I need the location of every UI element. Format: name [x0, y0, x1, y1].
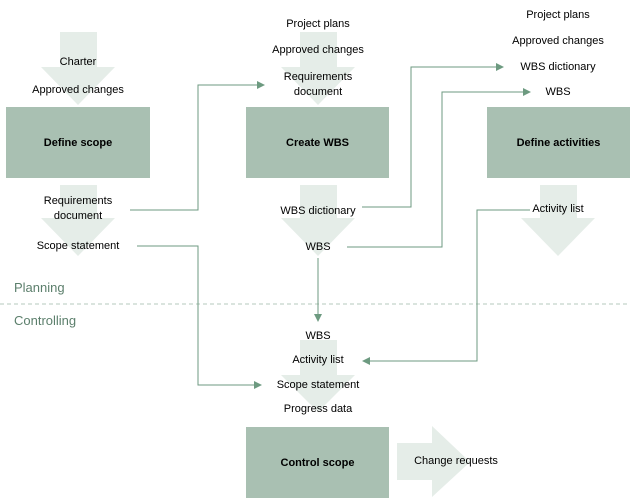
- create-wbs-output-arrow: [281, 185, 355, 256]
- control-scope-input-progress-data: Progress data: [283, 403, 353, 415]
- define-scope-output-scope-statement: Scope statement: [36, 240, 120, 252]
- process-create-wbs: Create WBS: [246, 107, 389, 178]
- connector-scope-statement-to-control-scope: [137, 245, 262, 389]
- zone-label-planning: Planning: [14, 280, 65, 295]
- define-activities-input-wbs-dictionary: WBS dictionary: [520, 61, 596, 73]
- process-control-scope: Control scope: [246, 427, 389, 498]
- process-define-activities: Define activities: [487, 107, 630, 178]
- zone-label-controlling: Controlling: [14, 313, 77, 328]
- define-scope-output-requirements-document: Requirements document: [43, 195, 113, 222]
- define-scope-input-approved-changes: Approved changes: [32, 84, 124, 96]
- create-wbs-input-arrow: [281, 32, 355, 105]
- connector-requirements-to-create-wbs: [130, 81, 265, 211]
- define-activities-output-activity-list: Activity list: [532, 203, 584, 215]
- create-wbs-input-approved-changes: Approved changes: [272, 44, 364, 56]
- define-activities-output-arrow: [521, 185, 595, 256]
- control-scope-input-wbs: WBS: [305, 330, 331, 342]
- connector-activity-list-to-control-scope: [362, 209, 530, 365]
- control-scope-output-arrow: [397, 426, 470, 497]
- create-wbs-output-wbs-dictionary: WBS dictionary: [280, 205, 356, 217]
- connector-wbs-to-define-activities: [347, 88, 531, 248]
- control-scope-input-scope-statement: Scope statement: [276, 379, 360, 391]
- create-wbs-output-wbs: WBS: [305, 241, 331, 253]
- define-scope-input-charter: Charter: [59, 56, 97, 68]
- create-wbs-input-project-plans: Project plans: [286, 18, 350, 30]
- define-activities-input-project-plans: Project plans: [526, 9, 590, 21]
- control-scope-output-change-requests: Change requests: [414, 455, 498, 467]
- create-wbs-input-requirements-document: Requirements document: [283, 71, 353, 98]
- define-activities-input-approved-changes: Approved changes: [512, 35, 604, 47]
- process-define-scope: Define scope: [6, 107, 150, 178]
- control-scope-input-arrow: [281, 340, 355, 412]
- define-scope-input-arrow: [41, 32, 115, 105]
- control-scope-input-activity-list: Activity list: [292, 354, 344, 366]
- define-activities-input-wbs: WBS: [545, 86, 571, 98]
- define-scope-output-arrow: [41, 185, 115, 256]
- connector-wbs-dictionary-to-define-activities: [362, 63, 504, 208]
